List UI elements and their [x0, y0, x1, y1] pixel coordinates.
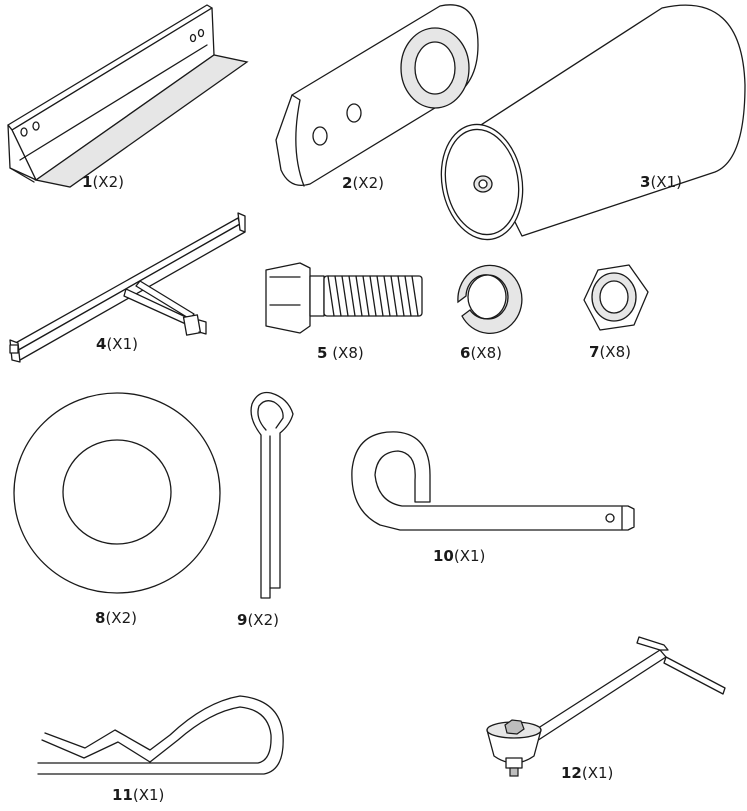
part-label-3: 3(X1) [640, 173, 682, 191]
part-number: 6 [460, 344, 471, 362]
part-number: 10 [433, 547, 454, 565]
lock-washer-drawing [457, 264, 523, 334]
part-quantity: (X2) [105, 609, 137, 627]
part-quantity: (X1) [132, 786, 165, 804]
part-label-7: 7(X8) [589, 343, 631, 361]
part-quantity: (X8) [327, 344, 364, 362]
part-label-5: 5 (X8) [317, 344, 364, 362]
part-quantity: (X1) [453, 547, 486, 565]
part-number: 12 [561, 764, 582, 782]
cotter-pin-drawing [250, 391, 294, 599]
part-quantity: (X2) [92, 173, 124, 191]
part-quantity: (X1) [581, 764, 614, 782]
part-number: 4 [96, 335, 107, 353]
hex-nut-drawing [583, 264, 649, 331]
part-label-8: 8(X2) [95, 609, 137, 627]
hair-pin-clip-drawing [37, 695, 284, 775]
part-quantity: (X2) [352, 174, 384, 192]
part-number: 9 [237, 611, 248, 629]
hitch-plate-drawing [275, 4, 479, 187]
part-label-4: 4(X1) [96, 335, 138, 353]
part-number: 8 [95, 609, 106, 627]
part-label-12: 12(X1) [561, 764, 613, 782]
part-label-10: 10(X1) [433, 547, 485, 565]
angle-bracket-drawing [7, 4, 249, 188]
roller-cylinder-drawing [440, 4, 746, 241]
hook-pin-drawing [351, 431, 635, 531]
part-quantity: (X2) [247, 611, 279, 629]
part-label-11: 11(X1) [112, 786, 164, 804]
hex-bolt-drawing [265, 262, 423, 334]
part-number: 11 [112, 786, 133, 804]
part-label-1: 1(X2) [82, 173, 124, 191]
flat-washer-drawing [13, 392, 221, 594]
part-label-9: 9(X2) [237, 611, 279, 629]
part-quantity: (X1) [106, 335, 138, 353]
part-number: 3 [640, 173, 651, 191]
part-quantity: (X1) [650, 173, 682, 191]
part-quantity: (X8) [470, 344, 502, 362]
drain-plug-key-drawing [486, 636, 726, 777]
part-label-6: 6(X8) [460, 344, 502, 362]
part-number: 1 [82, 173, 93, 191]
part-number: 2 [342, 174, 353, 192]
t-frame-bar-drawing [9, 212, 246, 363]
part-number: 5 [317, 344, 328, 362]
part-label-2: 2(X2) [342, 174, 384, 192]
part-quantity: (X8) [599, 343, 631, 361]
part-number: 7 [589, 343, 600, 361]
